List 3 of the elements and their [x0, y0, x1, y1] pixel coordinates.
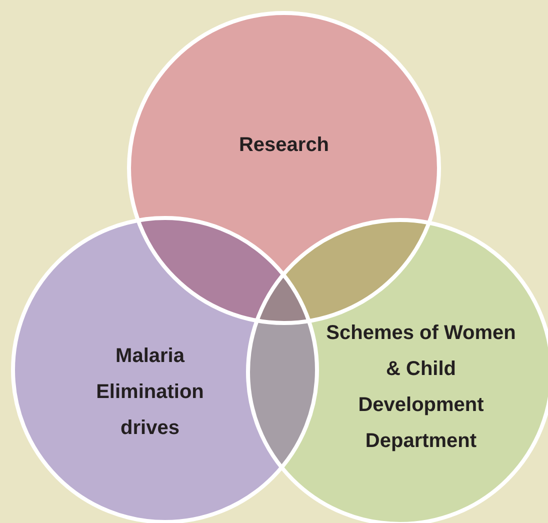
- circle-label: Schemes of Women & Child Development Department: [326, 321, 516, 454]
- circle-label: Malaria Elimination drives: [95, 344, 205, 441]
- circle-label: Research: [238, 133, 330, 158]
